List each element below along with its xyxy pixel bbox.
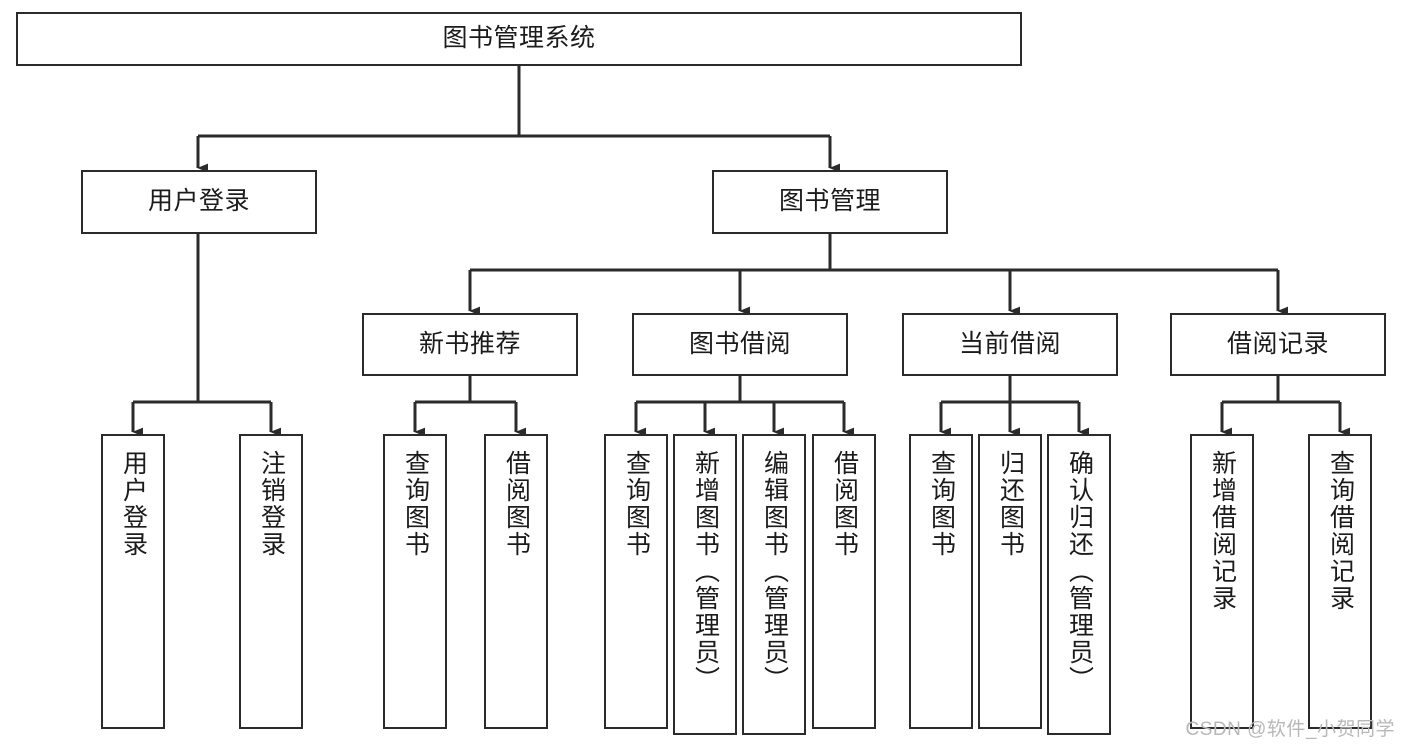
edges-bookborrow-to-leaves [634,375,855,437]
leaf-current-borrow-return-book[interactable]: 归还图书 [978,434,1042,729]
leaf-book-borrow-edit-book-admin[interactable]: 编辑图书（管理员） [742,434,806,735]
edges-newbook-to-leaves [413,375,527,437]
leaf-current-borrow-confirm-return-admin[interactable]: 确认归还（管理员） [1047,434,1111,735]
node-user-login[interactable]: 用户登录 [81,170,317,234]
node-root-book-management-system[interactable]: 图书管理系统 [16,12,1022,66]
leaf-new-book-borrow-book[interactable]: 借阅图书 [484,434,548,729]
leaf-user-login-logout[interactable]: 注销登录 [239,434,303,729]
edges-bookmgmt-to-level3 [468,233,1289,316]
edges-userlogin-to-leaves [131,233,282,437]
leaf-label: 归还图书 [996,450,1025,558]
leaf-label: 查询图书 [927,450,956,558]
node-borrow-records[interactable]: 借阅记录 [1170,313,1386,376]
leaf-new-book-query-book[interactable]: 查询图书 [383,434,447,729]
node-label: 图书管理 [778,187,881,216]
leaf-label: 新增图书（管理员） [691,450,720,693]
leaf-label: 新增借阅记录 [1208,450,1237,612]
node-new-book-recommend[interactable]: 新书推荐 [362,313,578,376]
leaf-book-borrow-borrow-book[interactable]: 借阅图书 [812,434,876,729]
leaf-borrow-records-query-record[interactable]: 查询借阅记录 [1308,434,1372,729]
leaf-label: 用户登录 [119,450,148,558]
node-label: 当前借阅 [958,329,1061,358]
node-label: 借阅记录 [1226,329,1329,358]
node-book-management[interactable]: 图书管理 [712,170,948,234]
node-label: 用户登录 [147,187,250,216]
edges-root-to-level2 [196,66,841,173]
leaf-label: 编辑图书（管理员） [760,450,789,693]
leaf-label: 确认归还（管理员） [1065,450,1094,693]
leaf-label: 借阅图书 [502,450,531,558]
leaf-current-borrow-query-book[interactable]: 查询图书 [909,434,973,729]
leaf-label: 查询借阅记录 [1326,450,1355,612]
node-label: 图书借阅 [688,329,791,358]
edges-borrowrecords-to-leaves [1220,375,1351,437]
leaf-user-login-login[interactable]: 用户登录 [101,434,165,729]
leaf-book-borrow-query-book[interactable]: 查询图书 [604,434,668,729]
node-current-borrow[interactable]: 当前借阅 [902,313,1118,376]
leaf-borrow-records-add-record[interactable]: 新增借阅记录 [1190,434,1254,729]
leaf-book-borrow-add-book-admin[interactable]: 新增图书（管理员） [673,434,737,735]
leaf-label: 查询图书 [401,450,430,558]
leaf-label: 借阅图书 [830,450,859,558]
edges-currentborrow-to-leaves [939,375,1090,437]
node-book-borrow[interactable]: 图书借阅 [632,313,848,376]
leaf-label: 查询图书 [622,450,651,558]
leaf-label: 注销登录 [257,450,286,558]
node-label: 图书管理系统 [442,24,596,53]
node-label: 新书推荐 [418,329,521,358]
